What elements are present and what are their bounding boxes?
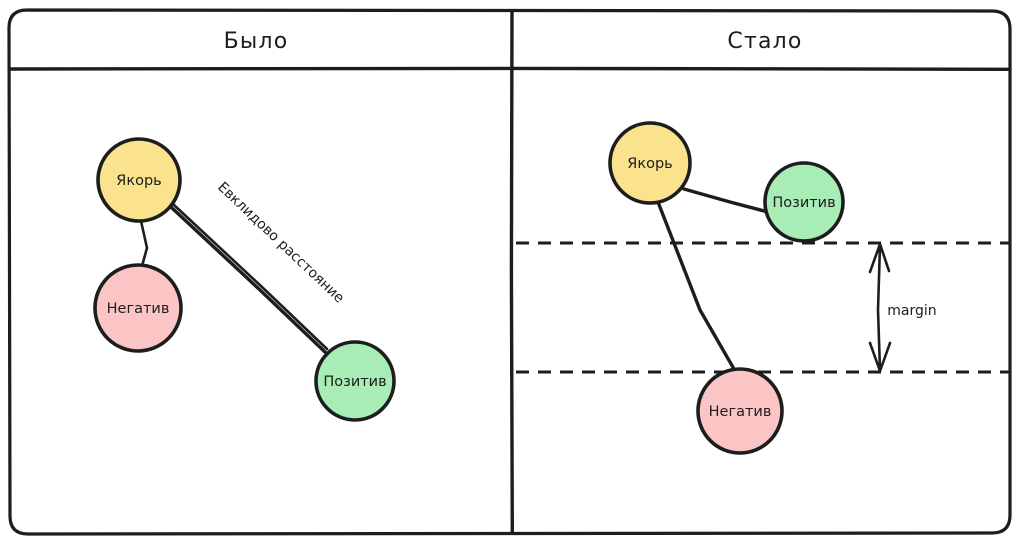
node-negative-left-circle[interactable] — [93, 263, 183, 353]
edge-anchor-positive-left — [170, 206, 327, 354]
node-negative-left[interactable]: Негатив — [93, 263, 183, 353]
node-negative-right[interactable]: Негатив — [696, 367, 784, 455]
node-anchor-right-label: Якорь — [627, 156, 672, 172]
edge-anchor-negative-left — [139, 219, 149, 268]
node-positive-left-circle[interactable] — [314, 340, 396, 422]
node-positive-left-label: Позитив — [323, 374, 386, 390]
node-anchor-left[interactable]: Якорь — [96, 137, 182, 223]
node-positive-right-label: Позитив — [772, 195, 835, 211]
margin-arrow: margin — [868, 242, 937, 373]
before-panel: Евклидово расстояние Якорь Негатив Позит… — [93, 137, 396, 422]
node-negative-right-label: Негатив — [709, 404, 772, 420]
edge-anchor-positive-right — [682, 187, 770, 214]
outer-frame — [7, 8, 1012, 536]
node-anchor-right[interactable]: Якорь — [608, 121, 692, 205]
edge-anchor-negative-right — [656, 200, 736, 371]
node-anchor-left-label: Якорь — [116, 173, 161, 189]
node-positive-right-circle[interactable] — [763, 161, 845, 243]
node-anchor-left-circle[interactable] — [96, 137, 182, 223]
margin-arrow-head-bottom — [868, 341, 892, 373]
node-positive-right[interactable]: Позитив — [763, 161, 845, 243]
edge-anchor-positive-left-echo — [172, 203, 329, 351]
node-negative-right-circle[interactable] — [696, 367, 784, 455]
margin-arrow-shaft — [876, 243, 882, 372]
node-positive-left[interactable]: Позитив — [314, 340, 396, 422]
after-panel: Якорь Позитив Негатив margin — [516, 121, 1010, 455]
margin-arrow-label: margin — [887, 303, 936, 319]
node-anchor-right-circle[interactable] — [608, 121, 692, 205]
margin-arrow-head-top — [868, 242, 891, 274]
node-negative-left-label: Негатив — [107, 301, 170, 317]
header-divider — [8, 66, 1012, 71]
edge-label-euclidean-distance: Евклидово расстояние — [214, 179, 347, 306]
panel-title-before: Было — [224, 29, 289, 54]
panel-divider — [509, 9, 514, 535]
panel-title-after: Стало — [727, 29, 802, 54]
